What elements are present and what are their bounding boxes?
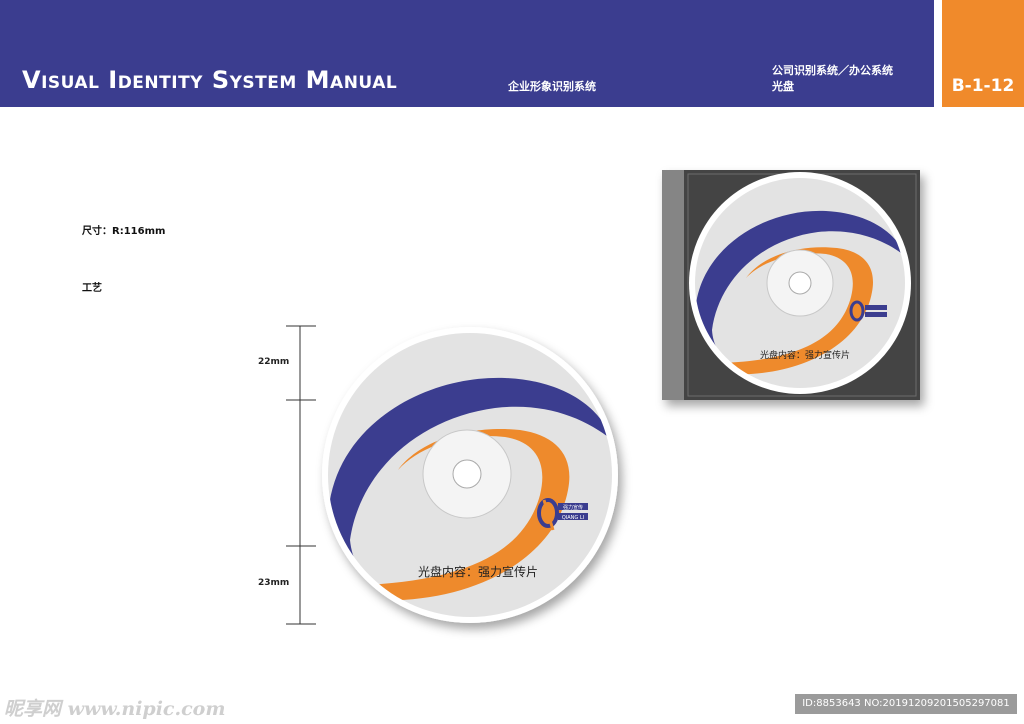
logo-text-top: 强力宣传 (563, 504, 583, 511)
logo-mark: 强力宣传 QIANG LI (537, 498, 588, 531)
page-tab: B-1-12 (942, 0, 1024, 107)
watermark-id: ID:8853643 NO:20191209201505297081 (795, 694, 1017, 714)
dimension-bottom-label: 23mm (258, 578, 290, 588)
section-line-1: 公司识别系统／办公系统 (772, 64, 893, 77)
manual-title: Visual Identity System Manual (22, 66, 398, 94)
watermark-nipic: 昵享网 www.nipic.com (4, 698, 226, 720)
dimension-top-label: 22mm (258, 357, 290, 367)
manual-subtitle: 企业形象识别系统 (508, 80, 596, 93)
swoosh-orange (365, 429, 570, 601)
disc-caption-large: 光盘内容：强力宣传片 (418, 564, 538, 579)
section-line-2: 光盘 (772, 80, 794, 93)
dimension-line (286, 325, 316, 625)
cd-disc-small: 光盘内容：强力宣传片 (689, 172, 911, 394)
cd-disc-large: 强力宣传 QIANG LI 光盘内容：强力宣传片 (322, 327, 618, 623)
swoosh-blue (328, 377, 612, 580)
page-code: B-1-12 (951, 76, 1015, 96)
header-bar: Visual Identity System Manual 企业形象识别系统 公… (0, 0, 934, 107)
section-label: 公司识别系统／办公系统 光盘 (772, 63, 893, 95)
logo-text-bottom: QIANG LI (562, 515, 584, 521)
spec-size: 尺寸：R:116mm (82, 226, 166, 237)
spec-process: 工艺 (82, 283, 102, 294)
disc-caption-small: 光盘内容：强力宣传片 (760, 349, 850, 361)
